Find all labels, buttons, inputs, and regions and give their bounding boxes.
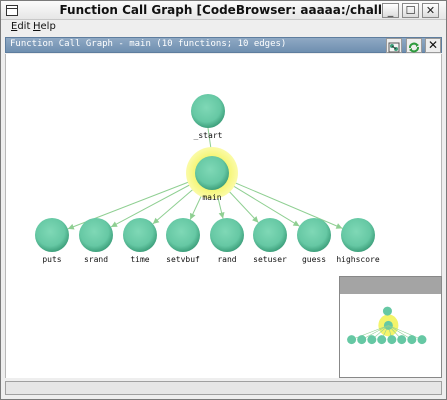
edge-arrowhead	[292, 220, 300, 227]
minimize-button[interactable]: _	[382, 3, 399, 18]
node-setuser[interactable]: setuser	[253, 218, 287, 264]
node-rand-label: rand	[217, 255, 236, 264]
menu-help[interactable]: Help	[33, 21, 56, 32]
satellite-edge	[388, 325, 423, 340]
satellite-node	[377, 335, 387, 345]
node-srand[interactable]: srand	[79, 218, 113, 264]
node-start-label: _start	[194, 131, 223, 140]
graph-layout-icon	[388, 42, 400, 53]
satellite-node	[417, 335, 427, 345]
node-start-circle	[191, 94, 225, 128]
node-highscore-circle	[341, 218, 375, 252]
title-bar[interactable]: Function Call Graph [CodeBrowser: aaaaa:…	[1, 1, 446, 20]
node-time-label: time	[130, 255, 149, 264]
node-setvbuf-circle	[166, 218, 200, 252]
maximize-button[interactable]: ☐	[402, 3, 419, 18]
menu-edit[interactable]: Edit	[11, 21, 31, 32]
node-main[interactable]: main	[195, 156, 229, 202]
node-setuser-circle	[253, 218, 287, 252]
node-srand-label: srand	[84, 255, 108, 264]
edge-arrowhead	[218, 211, 225, 219]
satellite-node	[382, 306, 392, 316]
close-window-button[interactable]: ✕	[422, 3, 439, 18]
edge-arrowhead	[110, 221, 118, 227]
window-menu-icon[interactable]	[6, 5, 18, 16]
edge-arrowhead	[335, 223, 343, 229]
satellite-edge	[361, 325, 389, 340]
node-start[interactable]: _start	[191, 94, 225, 140]
edge-arrowhead	[190, 212, 196, 220]
satellite-graph	[347, 306, 427, 345]
node-main-label: main	[202, 193, 221, 202]
satellite-node	[347, 335, 357, 345]
satellite-edge	[351, 325, 389, 340]
satellite-node	[357, 335, 367, 345]
satellite-node	[407, 335, 417, 345]
panel-title: Function Call Graph - main (10 functions…	[10, 39, 287, 49]
node-rand-circle	[210, 218, 244, 252]
node-guess-label: guess	[302, 255, 326, 264]
panel-header: Function Call Graph - main (10 functions…	[5, 37, 442, 53]
node-highscore[interactable]: highscore	[336, 218, 380, 264]
satellite-header	[340, 277, 441, 294]
edge-arrowhead	[152, 217, 160, 224]
window-title: Function Call Graph [CodeBrowser: aaaaa:…	[59, 3, 388, 17]
node-time[interactable]: time	[123, 218, 157, 264]
edge-arrowhead	[67, 223, 75, 230]
status-bar	[5, 381, 442, 395]
node-puts-circle	[35, 218, 69, 252]
node-guess[interactable]: guess	[297, 218, 331, 264]
node-main-circle	[195, 156, 229, 190]
satellite-view[interactable]	[339, 276, 442, 378]
node-setuser-label: setuser	[253, 255, 287, 264]
satellite-node	[387, 335, 397, 345]
node-setvbuf-label: setvbuf	[166, 255, 200, 264]
close-panel-button[interactable]: ✕	[425, 38, 441, 53]
refresh-icon	[409, 42, 419, 53]
node-guess-circle	[297, 218, 331, 252]
satellite-edge	[388, 325, 412, 340]
node-puts-label: puts	[42, 255, 61, 264]
node-setvbuf[interactable]: setvbuf	[166, 218, 200, 264]
satellite-node	[367, 335, 377, 345]
node-time-circle	[123, 218, 157, 252]
menu-bar: Edit Help	[1, 20, 446, 35]
node-srand-circle	[79, 218, 113, 252]
node-rand[interactable]: rand	[210, 218, 244, 264]
refresh-button[interactable]	[406, 38, 422, 53]
satellite-node	[397, 335, 407, 345]
graph-options-button[interactable]	[386, 38, 402, 53]
edge-arrowhead	[252, 216, 259, 223]
node-highscore-label: highscore	[336, 255, 380, 264]
node-puts[interactable]: puts	[35, 218, 69, 264]
